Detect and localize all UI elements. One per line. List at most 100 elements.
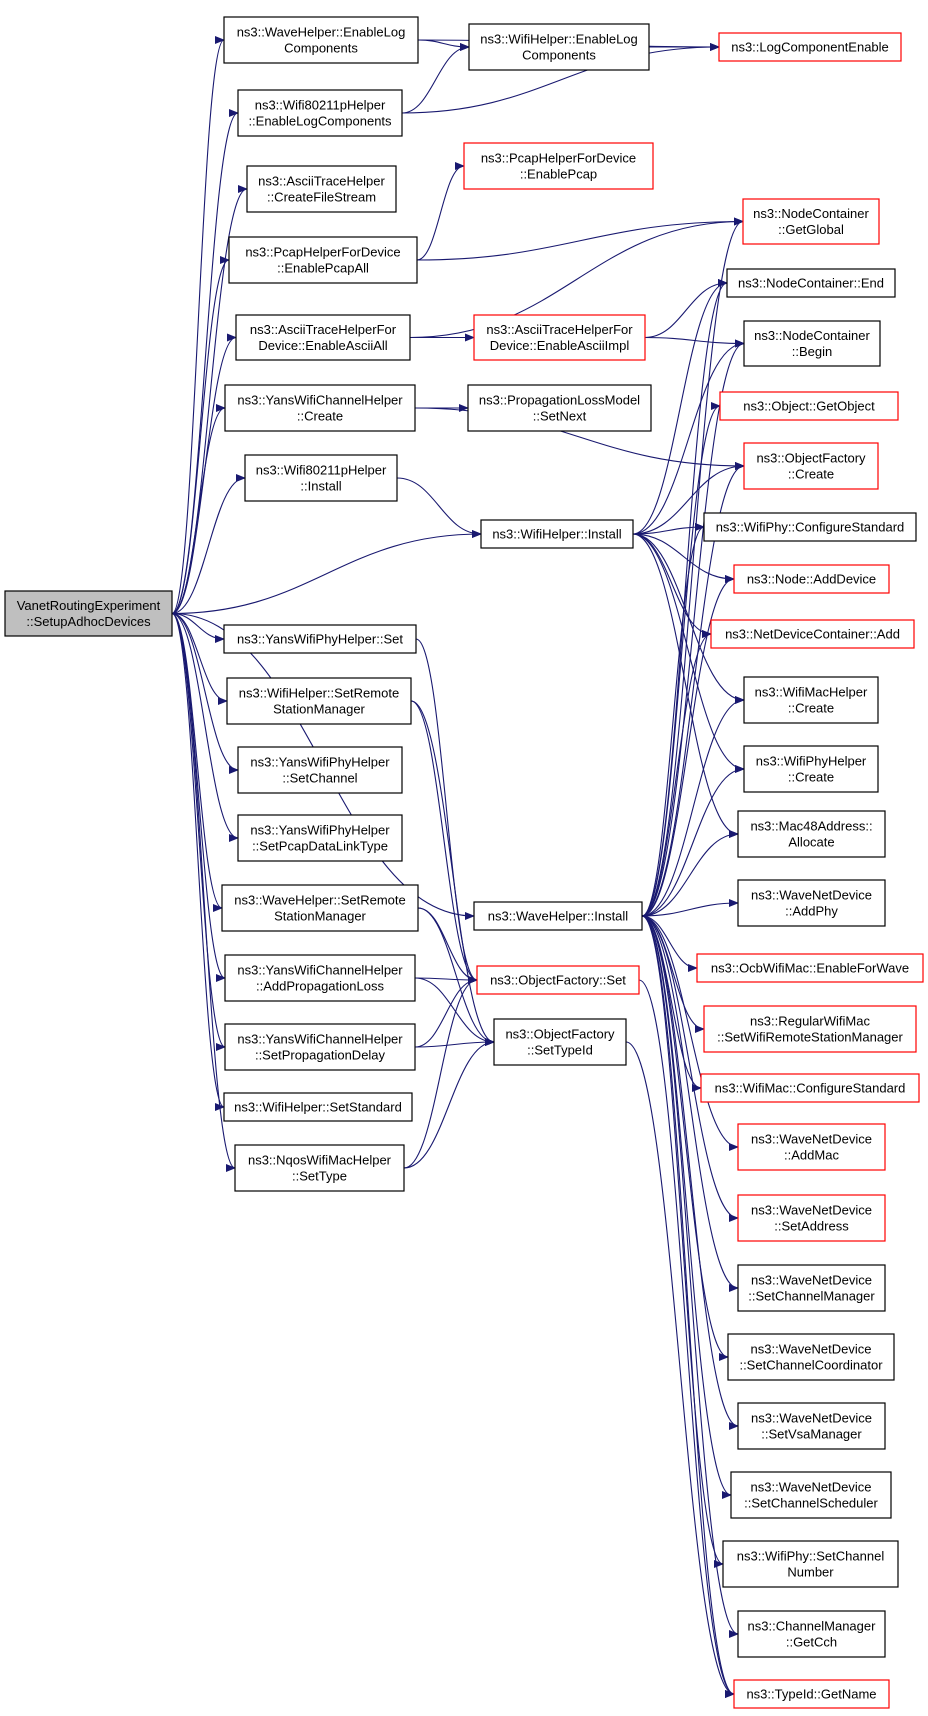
edge-wave-install-to-wave-net-set-chan-sched	[641, 915, 732, 1499]
node-wifi-phy-helper-create[interactable]: ns3::WifiPhyHelper::Create	[743, 745, 879, 793]
edge-wifi-helper-install-to-node-add-device	[632, 533, 735, 583]
node-label: VanetRoutingExperiment	[17, 598, 161, 613]
node-mac48-allocate[interactable]: ns3::Mac48Address::Allocate	[737, 810, 886, 858]
node-obj-factory-create[interactable]: ns3::ObjectFactory::Create	[743, 442, 879, 490]
node-label: ::SetNext	[533, 409, 587, 424]
node-node-cont-get-global[interactable]: ns3::NodeContainer::GetGlobal	[742, 198, 880, 245]
edge-wave-install-to-wifi-phy-config-std	[641, 523, 705, 917]
node-label: ::SetTypeId	[527, 1043, 593, 1058]
function-nodes: VanetRoutingExperiment::SetupAdhocDevice…	[4, 16, 924, 1709]
node-yans-chan-add-prop[interactable]: ns3::YansWifiChannelHelper::AddPropagati…	[224, 954, 416, 1002]
node-ascii-dev-enable-all[interactable]: ns3::AsciiTraceHelperForDevice::EnableAs…	[235, 314, 411, 361]
node-box	[700, 1073, 920, 1103]
node-box	[733, 564, 890, 594]
edge-wave-install-to-wave-net-set-address	[641, 915, 739, 1222]
node-object-get-object[interactable]: ns3::Object::GetObject	[719, 391, 899, 421]
node-yans-phy-set-channel[interactable]: ns3::YansWifiPhyHelper::SetChannel	[237, 746, 403, 794]
node-ascii-dev-enable-impl[interactable]: ns3::AsciiTraceHelperForDevice::EnableAs…	[473, 314, 646, 361]
node-regular-set-remote[interactable]: ns3::RegularWifiMac::SetWifiRemoteStatio…	[703, 1005, 917, 1053]
node-wave-net-set-vsa[interactable]: ns3::WaveNetDevice::SetVsaManager	[737, 1402, 886, 1450]
node-box	[226, 677, 412, 725]
node-nqos-set-type[interactable]: ns3::NqosWifiMacHelper::SetType	[234, 1144, 405, 1192]
edge-wave-install-to-wave-net-add-phy	[641, 899, 739, 917]
node-pcap-dev-enable-pcap[interactable]: ns3::PcapHelperForDevice::EnablePcap	[463, 142, 654, 190]
node-label: Device::EnableAsciiAll	[258, 338, 387, 353]
node-wifi-enable-log[interactable]: ns3::WifiHelper::EnableLogComponents	[468, 23, 650, 71]
node-wifi-helper-install[interactable]: ns3::WifiHelper::Install	[480, 519, 634, 549]
node-log-enable[interactable]: ns3::LogComponentEnable	[718, 32, 902, 62]
edge-nqos-set-type-to-obj-factory-set-type-id	[403, 1038, 495, 1169]
node-chan-mgr-get-cch[interactable]: ns3::ChannelManager::GetCch	[737, 1610, 886, 1658]
node-label: ns3::WaveNetDevice	[751, 1203, 872, 1218]
node-wave-net-add-mac[interactable]: ns3::WaveNetDevice::AddMac	[737, 1123, 886, 1171]
node-net-dev-cont-add[interactable]: ns3::NetDeviceContainer::Add	[710, 619, 915, 649]
node-root[interactable]: VanetRoutingExperiment::SetupAdhocDevice…	[4, 590, 173, 637]
node-wave-install[interactable]: ns3::WaveHelper::Install	[473, 901, 643, 931]
node-label: ::SetWifiRemoteStationManager	[717, 1030, 903, 1045]
node-wifi-mac-config-std[interactable]: ns3::WifiMac::ConfigureStandard	[700, 1073, 920, 1103]
node-label: ::GetGlobal	[778, 222, 844, 237]
edge-wave-install-to-node-cont-begin	[641, 339, 745, 917]
node-box	[473, 314, 646, 361]
node-yans-chan-create[interactable]: ns3::YansWifiChannelHelper::Create	[224, 384, 416, 432]
node-wifi80211-install[interactable]: ns3::Wifi80211pHelper::Install	[244, 454, 398, 502]
node-label: ns3::YansWifiPhyHelper	[250, 755, 390, 770]
node-yans-chan-set-delay[interactable]: ns3::YansWifiChannelHelper::SetPropagati…	[224, 1023, 416, 1071]
edge-wave-install-to-wave-net-set-chan-coord	[641, 915, 729, 1361]
node-label: ns3::AsciiTraceHelperFor	[250, 322, 397, 337]
node-box	[224, 954, 416, 1002]
node-box	[737, 810, 886, 858]
edge-pcap-dev-enable-all-to-node-cont-get-global	[416, 217, 744, 261]
node-ocb-enable-wave[interactable]: ns3::OcbWifiMac::EnableForWave	[696, 953, 924, 983]
node-yans-phy-set[interactable]: ns3::YansWifiPhyHelper::Set	[223, 624, 417, 654]
node-yans-phy-set-pcap[interactable]: ns3::YansWifiPhyHelper::SetPcapDataLinkT…	[237, 814, 403, 862]
node-wifi-set-standard[interactable]: ns3::WifiHelper::SetStandard	[223, 1092, 413, 1122]
node-ascii-create-file[interactable]: ns3::AsciiTraceHelper::CreateFileStream	[246, 165, 397, 213]
node-box	[237, 814, 403, 862]
node-prop-loss-set-next[interactable]: ns3::PropagationLossModel::SetNext	[467, 384, 652, 432]
node-box	[743, 320, 881, 367]
edge-wave-install-to-wifi-phy-set-chan-num	[641, 915, 724, 1568]
edge-wave-install-to-chan-mgr-get-cch	[641, 915, 739, 1638]
node-wave-net-set-chan-mgr[interactable]: ns3::WaveNetDevice::SetChannelManager	[737, 1264, 886, 1312]
edge-root-to-yans-chan-set-delay	[171, 612, 226, 1051]
node-node-add-device[interactable]: ns3::Node::AddDevice	[733, 564, 890, 594]
node-wifi-phy-config-std[interactable]: ns3::WifiPhy::ConfigureStandard	[703, 512, 917, 542]
node-pcap-dev-enable-all[interactable]: ns3::PcapHelperForDevice::EnablePcapAll	[228, 236, 418, 284]
node-box	[726, 268, 896, 298]
node-obj-factory-set[interactable]: ns3::ObjectFactory::Set	[476, 965, 640, 995]
edge-wave-install-to-wifi-phy-helper-create	[641, 765, 745, 917]
node-box	[743, 676, 879, 724]
node-label: ns3::YansWifiChannelHelper	[237, 1032, 403, 1047]
node-label: ns3::Object::GetObject	[743, 399, 875, 414]
node-type-id-get-name[interactable]: ns3::TypeId::GetName	[733, 1679, 890, 1709]
node-label: ::Begin	[792, 344, 832, 359]
node-wave-net-add-phy[interactable]: ns3::WaveNetDevice::AddPhy	[737, 879, 886, 927]
node-box	[468, 23, 650, 71]
node-wifi-mac-helper-create[interactable]: ns3::WifiMacHelper::Create	[743, 676, 879, 724]
node-label: ns3::Node::AddDevice	[747, 572, 876, 587]
node-label: ns3::PcapHelperForDevice	[245, 245, 400, 260]
node-label: ns3::WaveNetDevice	[751, 1411, 872, 1426]
edge-wave-install-to-obj-factory-create	[641, 462, 745, 917]
edge-wave-install-to-wifi-mac-config-std	[641, 915, 702, 1092]
node-label: ns3::WaveNetDevice	[751, 888, 872, 903]
node-wave-net-set-address[interactable]: ns3::WaveNetDevice::SetAddress	[737, 1194, 886, 1242]
node-obj-factory-set-type-id[interactable]: ns3::ObjectFactory::SetTypeId	[493, 1018, 627, 1066]
node-label: ns3::NetDeviceContainer::Add	[725, 627, 900, 642]
node-wifi80211-enable-log[interactable]: ns3::Wifi80211pHelper::EnableLogComponen…	[237, 89, 403, 137]
node-node-cont-end[interactable]: ns3::NodeContainer::End	[726, 268, 896, 298]
edge-wave-install-to-object-get-object	[641, 402, 721, 917]
node-box	[743, 745, 879, 793]
node-box	[737, 1123, 886, 1171]
node-node-cont-begin[interactable]: ns3::NodeContainer::Begin	[743, 320, 881, 367]
edge-root-to-yans-chan-create	[171, 404, 226, 615]
node-wave-net-set-chan-sched[interactable]: ns3::WaveNetDevice::SetChannelScheduler	[730, 1471, 892, 1519]
edge-yans-phy-set-to-obj-factory-set	[415, 638, 478, 984]
node-wave-net-set-chan-coord[interactable]: ns3::WaveNetDevice::SetChannelCoordinato…	[727, 1333, 895, 1381]
edge-wave-install-to-net-dev-cont-add	[641, 630, 712, 917]
node-wave-enable-log[interactable]: ns3::WaveHelper::EnableLogComponents	[223, 16, 419, 64]
